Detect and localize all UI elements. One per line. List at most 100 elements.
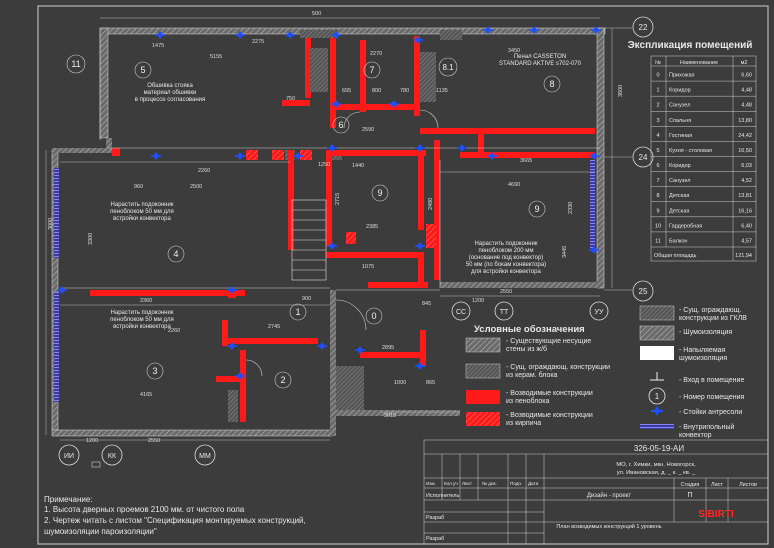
legend-item-text: - Сущ. ограждающ. (679, 307, 741, 314)
post-marker (57, 286, 67, 294)
total-label: Общая площадь (654, 253, 697, 259)
post-marker (415, 362, 425, 370)
dim-label: 2590 (362, 127, 374, 133)
dim-label: 960 (134, 184, 143, 190)
explication-title: Экспликация помещений (628, 40, 753, 51)
table-header: № (655, 60, 661, 66)
table-cell: 6 (656, 163, 659, 169)
post-marker (235, 152, 245, 160)
post-marker (227, 342, 237, 350)
note-line: Нарастить подоконник (475, 241, 538, 247)
legend-item-text: конструкции из ГКЛВ (679, 315, 747, 322)
note-line: пеноблоком 50 мм для (110, 317, 174, 323)
stamp-col-head: Подп. (510, 481, 522, 486)
table-cell: 6,03 (741, 163, 752, 169)
legend-item-text: - Возводимые конструкции (506, 412, 593, 419)
room-number: 2 (280, 375, 285, 385)
stamp-col-head: Дата (528, 481, 539, 486)
dimension-lines (45, 17, 613, 441)
dim-label: 1250 (318, 162, 330, 168)
post-marker (457, 144, 467, 152)
axis-label: 22 (639, 23, 648, 32)
brand-logo: SIBIRTI (698, 509, 734, 520)
post-marker (293, 152, 303, 160)
dim-label: 2260 (168, 328, 180, 334)
table-cell: Спальня (669, 118, 691, 124)
legend-item-text: из кирпича (506, 420, 541, 427)
table-cell: 4,48 (741, 103, 752, 109)
legend-item-text: - Вход в помещение (679, 377, 744, 384)
table-cell: Гардеробная (669, 223, 702, 229)
dim-label: 4690 (508, 182, 520, 188)
dim-label: 500 (312, 11, 321, 17)
table-cell: Коридор (669, 88, 691, 94)
note-line: для встройки конвектора (471, 268, 541, 275)
room-number: 11 (71, 59, 80, 69)
axis-label: 24 (639, 153, 648, 162)
dim-label: 695 (342, 88, 351, 94)
room-number: 3 (152, 366, 157, 376)
dim-label: 800 (372, 88, 381, 94)
table-cell: 13,80 (738, 118, 752, 124)
post-marker (317, 342, 327, 350)
sheet-head: Лист (711, 482, 723, 488)
legend-title: Условные обозначения (474, 324, 585, 335)
table-cell: 6,40 (741, 223, 752, 229)
legend-item-text: стены из ж/б (506, 345, 547, 353)
table-cell: 13,81 (738, 193, 752, 199)
note-line: встройки конвектора (113, 215, 171, 222)
post-marker (331, 31, 341, 39)
axis-label: КК (108, 453, 117, 460)
axis-label: ММ (199, 453, 211, 460)
axis-label: ТТ (500, 309, 509, 316)
legend-item-text: шумоизоляция (679, 355, 727, 362)
note-line: 2. Чертеж читать с листом "Спецификация … (44, 516, 306, 525)
table-header: Наименование (680, 60, 718, 66)
dim-label: 2550 (148, 438, 160, 444)
axis-label: ИИ (64, 453, 74, 460)
dim-label: 2270 (370, 51, 382, 57)
project-type: Дизайн - проект (587, 492, 631, 499)
table-cell: Детская (669, 208, 689, 214)
table-cell: 4,57 (741, 238, 752, 244)
post-marker (331, 100, 341, 108)
table-cell: 2 (656, 103, 659, 109)
table-cell: 1 (656, 88, 659, 94)
table-header: м2 (741, 60, 748, 66)
note-line: STANDARD AKTIVE s702-070 (499, 61, 582, 67)
room-numbers: 11 5 7 8.1 8 6 9 9 4 1 0 3 2 (66, 54, 561, 389)
legend-item-text: - Номер помещения (679, 394, 745, 401)
table-cell: Детская (669, 193, 689, 199)
dim-label: 2480 (428, 198, 434, 210)
note-line: шумоизоляции пароизоляции" (44, 527, 157, 536)
post-marker (389, 100, 399, 108)
dim-label: 2715 (335, 193, 341, 205)
dim-label: 3450 (508, 48, 520, 54)
note-line: (основание под конвектор) (469, 255, 544, 261)
note-line: Нарастить подоконник (111, 202, 174, 208)
post-marker (483, 26, 493, 34)
table-cell: 6,60 (741, 73, 752, 79)
note-line: 1. Высота дверных проемов 2100 мм. от чи… (44, 505, 245, 514)
table-cell: 7 (656, 178, 659, 184)
post-marker (415, 242, 425, 250)
sheets-head: Листов (739, 482, 757, 488)
grid-axes-right: 22 24 25 (604, 16, 654, 302)
table-cell: 0 (656, 73, 659, 79)
dimension-labels: 1475 2275 5155 500 2270 3450 3600 3000 3… (48, 11, 624, 444)
room-number: 1 (295, 307, 300, 317)
dim-label: 2260 (198, 168, 210, 174)
post-marker (415, 144, 425, 152)
room-number: 9 (377, 188, 382, 198)
dim-label: 3600 (618, 85, 624, 97)
table-cell: 16,50 (738, 148, 752, 154)
table-cell: 8 (656, 193, 659, 199)
title-block: 326-05-19-АИ МО, г. Химки, мкн. Новогорс… (423, 439, 769, 545)
post-marker (151, 152, 161, 160)
stamp-role: Исполнитель (426, 493, 459, 499)
stamp-col-head: Кол.уч (444, 481, 458, 486)
dim-label: 3300 (88, 233, 94, 245)
